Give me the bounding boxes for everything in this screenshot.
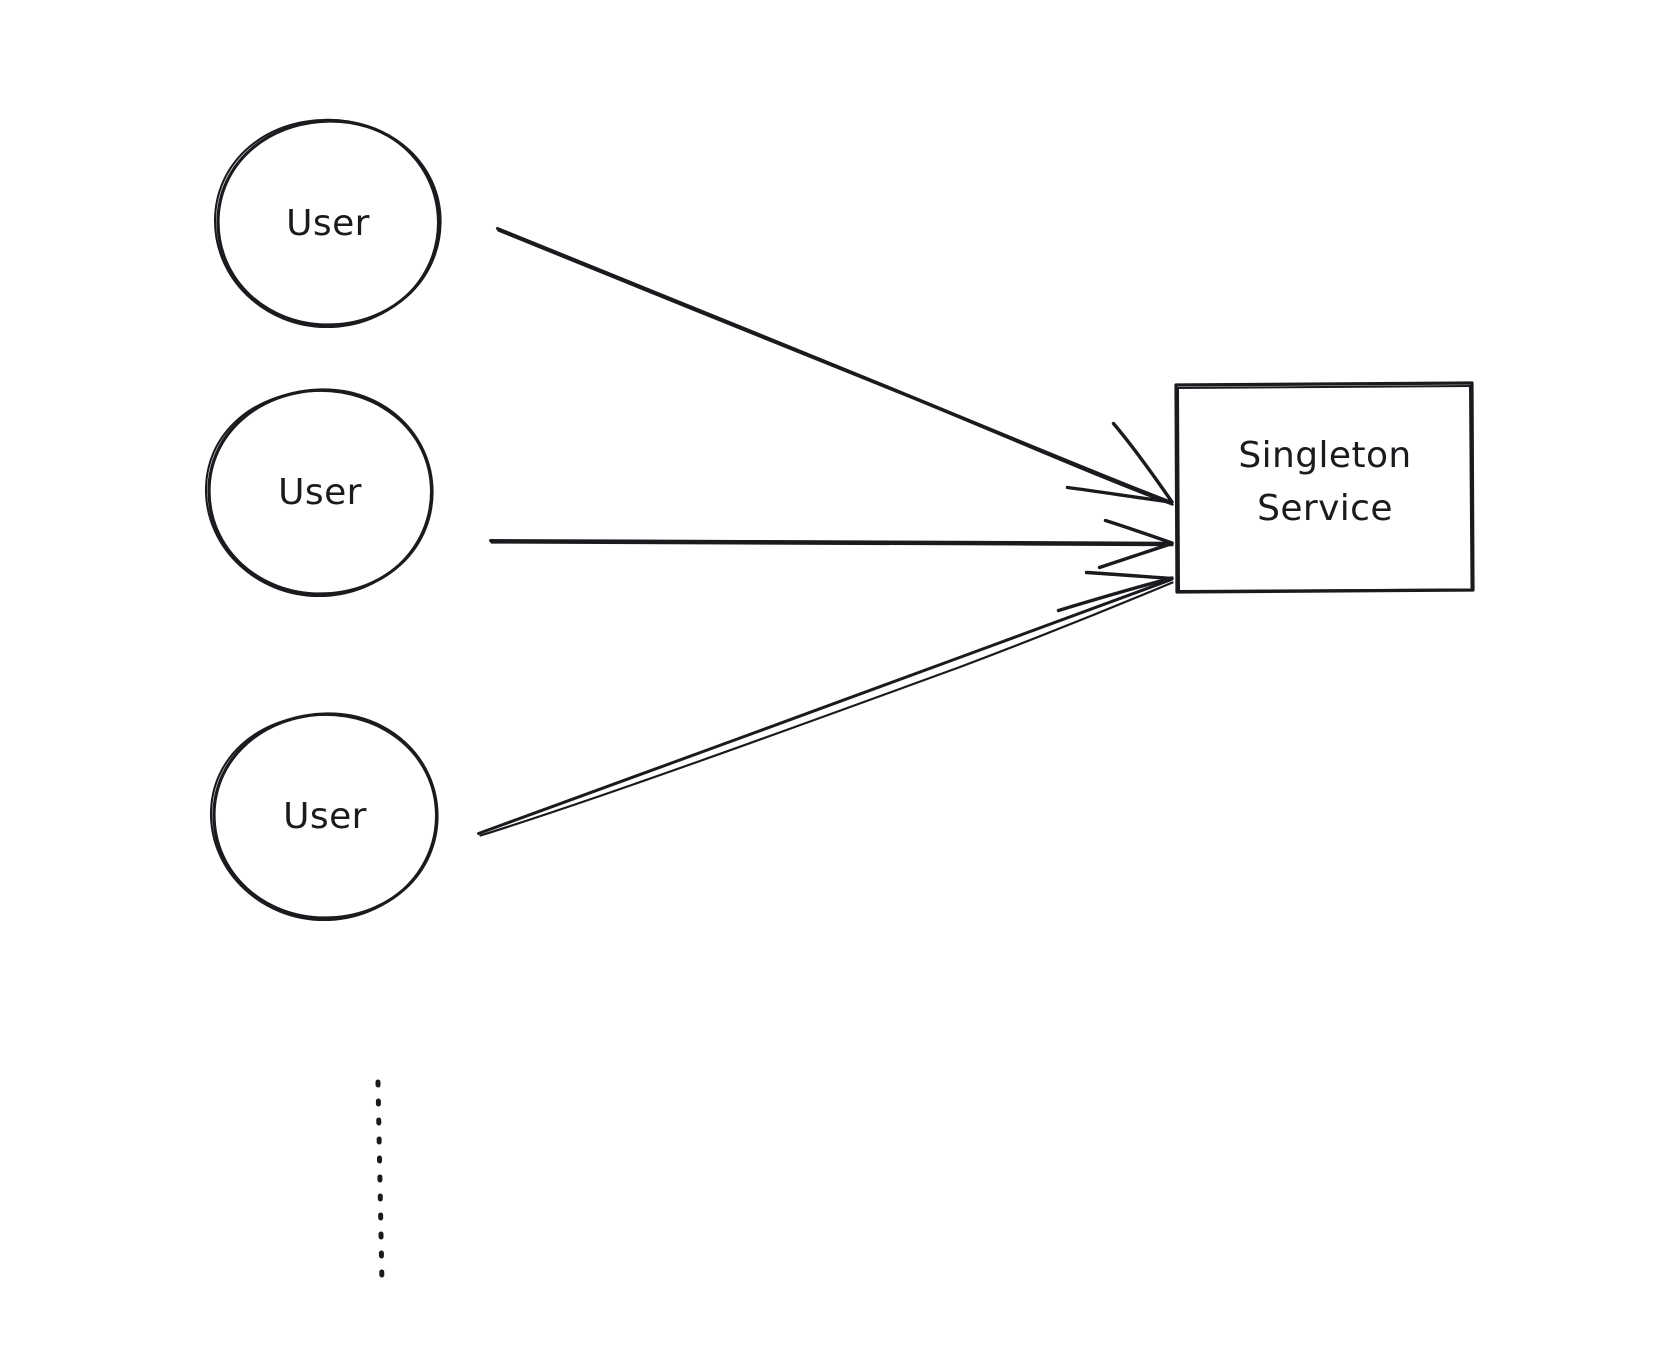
more-users-ellipsis [375, 1079, 385, 1287]
node-user-1[interactable]: User [213, 118, 442, 329]
node-user-2-label: User [278, 472, 362, 513]
node-user-1-label: User [286, 203, 370, 244]
edge-user3-to-service[interactable] [477, 570, 1174, 837]
node-user-2[interactable]: User [204, 388, 434, 598]
singleton-service-label-line1: Singleton [1238, 435, 1411, 476]
node-singleton-service[interactable]: Singleton Service [1174, 381, 1475, 594]
edge-user1-to-service[interactable] [495, 226, 1174, 506]
singleton-service-label-line2: Service [1257, 488, 1393, 529]
edge-user2-to-service[interactable] [489, 518, 1174, 570]
node-user-3-label: User [283, 796, 367, 837]
node-user-3[interactable]: User [209, 712, 439, 922]
